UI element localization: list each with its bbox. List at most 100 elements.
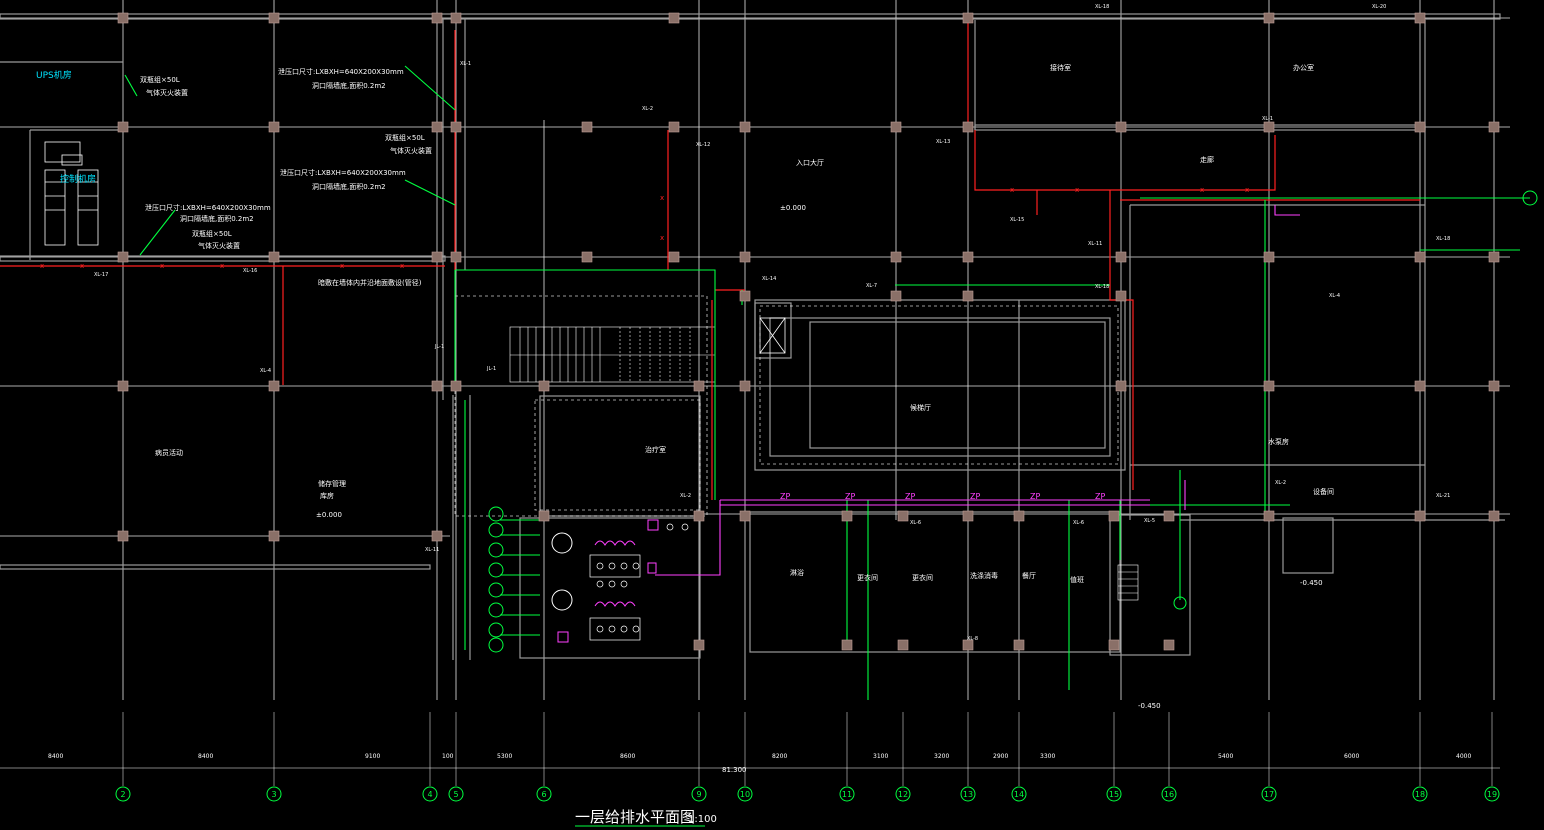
svg-text:JL-1: JL-1 bbox=[486, 366, 496, 372]
svg-text:XL-7: XL-7 bbox=[866, 283, 877, 289]
column bbox=[890, 121, 902, 133]
axis-bubble bbox=[839, 786, 855, 802]
svg-text:XL-16: XL-16 bbox=[243, 268, 257, 274]
svg-text:设备间: 设备间 bbox=[1313, 487, 1334, 496]
svg-text:ZP: ZP bbox=[845, 492, 855, 501]
svg-text:ZP: ZP bbox=[780, 492, 790, 501]
toilet-stalls bbox=[589, 523, 689, 641]
svg-text:ZP: ZP bbox=[905, 492, 915, 501]
svg-text:x: x bbox=[1245, 186, 1249, 194]
axis-label: 12 bbox=[898, 790, 908, 799]
svg-text:ZP: ZP bbox=[1095, 492, 1105, 501]
column bbox=[268, 380, 280, 392]
svg-text:XL-2: XL-2 bbox=[680, 493, 691, 499]
column bbox=[538, 510, 550, 522]
column bbox=[962, 251, 974, 263]
column bbox=[890, 251, 902, 263]
column bbox=[431, 530, 443, 542]
svg-text:泄压口尺寸:LXBXH=640X200X30mm: 泄压口尺寸:LXBXH=640X200X30mm bbox=[278, 67, 404, 76]
axis-label: 19 bbox=[1487, 790, 1497, 799]
toilet-fixtures bbox=[551, 519, 659, 643]
axis-bubble bbox=[1261, 786, 1277, 802]
svg-text:x: x bbox=[80, 262, 84, 270]
column bbox=[962, 121, 974, 133]
axis-label: 17 bbox=[1264, 790, 1274, 799]
axis-bubble bbox=[960, 786, 976, 802]
svg-text:暗敷在墙体内并沿地面敷设(管径): 暗敷在墙体内并沿地面敷设(管径) bbox=[318, 278, 422, 287]
svg-text:气体灭火装置: 气体灭火装置 bbox=[146, 88, 188, 97]
dimension-span: 3200 bbox=[934, 753, 949, 760]
svg-text:XL-1: XL-1 bbox=[460, 61, 471, 67]
svg-text:XL-12: XL-12 bbox=[696, 142, 710, 148]
axis-label: 9 bbox=[696, 790, 701, 799]
svg-text:XL-6: XL-6 bbox=[1073, 520, 1084, 526]
axis-bubble bbox=[266, 786, 282, 802]
svg-text:洞口隔墙底,面积0.2m2: 洞口隔墙底,面积0.2m2 bbox=[312, 81, 386, 90]
svg-text:XL-6: XL-6 bbox=[910, 520, 921, 526]
column bbox=[450, 251, 462, 263]
column bbox=[450, 380, 462, 392]
svg-text:泄压口尺寸:LXBXH=640X200X30mm: 泄压口尺寸:LXBXH=640X200X30mm bbox=[145, 203, 271, 212]
column bbox=[668, 121, 680, 133]
svg-text:XL-18: XL-18 bbox=[1436, 236, 1450, 242]
svg-text:XL-4: XL-4 bbox=[260, 368, 271, 374]
axis-bubble bbox=[1011, 786, 1027, 802]
structural-columns bbox=[117, 12, 1500, 651]
column bbox=[117, 121, 129, 133]
drawing-title: 一层给排水平面图 bbox=[575, 808, 695, 826]
column bbox=[431, 251, 443, 263]
axis-bubble bbox=[895, 786, 911, 802]
riser-markers bbox=[488, 190, 1538, 653]
svg-text:XL-4: XL-4 bbox=[1329, 293, 1340, 299]
svg-text:淋浴: 淋浴 bbox=[790, 568, 804, 577]
column bbox=[117, 380, 129, 392]
svg-text:x: x bbox=[660, 234, 664, 242]
column bbox=[1163, 510, 1175, 522]
column bbox=[581, 121, 593, 133]
dimension-span: 6000 bbox=[1344, 753, 1359, 760]
column bbox=[1263, 510, 1275, 522]
column bbox=[1115, 251, 1127, 263]
column bbox=[1488, 380, 1500, 392]
column bbox=[1163, 639, 1175, 651]
svg-text:治疗室: 治疗室 bbox=[645, 445, 666, 454]
svg-text:x: x bbox=[160, 262, 164, 270]
axis-label: 14 bbox=[1014, 790, 1024, 799]
column bbox=[1488, 510, 1500, 522]
building-walls bbox=[0, 13, 1505, 660]
svg-text:x: x bbox=[1200, 186, 1204, 194]
svg-text:XL-11: XL-11 bbox=[1088, 241, 1102, 247]
column bbox=[1108, 639, 1120, 651]
svg-text:XL-13: XL-13 bbox=[936, 139, 950, 145]
column bbox=[841, 510, 853, 522]
svg-text:办公室: 办公室 bbox=[1293, 63, 1314, 72]
axis-label: 2 bbox=[120, 790, 125, 799]
column bbox=[739, 510, 751, 522]
column bbox=[1414, 12, 1426, 24]
axis-label: 4 bbox=[427, 790, 432, 799]
svg-text:XL-17: XL-17 bbox=[94, 272, 108, 278]
axis-label: 3 bbox=[271, 790, 276, 799]
drawing-scale: 1:100 bbox=[688, 814, 717, 825]
column bbox=[1263, 251, 1275, 263]
svg-text:餐厅: 餐厅 bbox=[1022, 571, 1036, 580]
axis-bubble bbox=[1412, 786, 1428, 802]
svg-text:病员活动: 病员活动 bbox=[155, 448, 183, 457]
svg-text:双瓶组×50L: 双瓶组×50L bbox=[385, 133, 425, 142]
dashed-outlines bbox=[454, 295, 1119, 517]
axis-bubble bbox=[691, 786, 707, 802]
column bbox=[897, 639, 909, 651]
dimension-span: 2900 bbox=[993, 753, 1008, 760]
dimension-span: 5400 bbox=[1218, 753, 1233, 760]
column bbox=[450, 121, 462, 133]
svg-text:洞口隔墙底,面积0.2m2: 洞口隔墙底,面积0.2m2 bbox=[180, 214, 254, 223]
column bbox=[962, 12, 974, 24]
dimension-span: 8400 bbox=[198, 753, 213, 760]
column bbox=[693, 380, 705, 392]
room-labels: UPS机房 控制机房 双瓶组×50L 气体灭火装置 双瓶组×50L 气体灭火装置… bbox=[36, 63, 1334, 710]
column bbox=[268, 121, 280, 133]
dimension-span: 3100 bbox=[873, 753, 888, 760]
svg-text:走廊: 走廊 bbox=[1200, 155, 1214, 164]
